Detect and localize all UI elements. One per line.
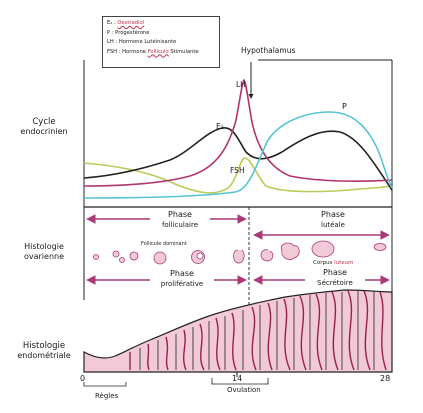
corpus-luteum xyxy=(311,240,335,258)
legend-lh: LH : Hormone Lutéinisante xyxy=(107,38,215,48)
legend-fsh-red: Folliculo xyxy=(147,48,169,55)
e2-curve-label: E₂ xyxy=(216,122,224,131)
fsh-curve xyxy=(83,157,393,194)
legend-e2-name: Oestradiol xyxy=(117,20,145,26)
e2-curve xyxy=(83,127,393,191)
lh-curve-label: LH xyxy=(236,80,246,89)
row-label-ovary-line1: Histologie xyxy=(24,242,64,251)
hypothalamus-label: Hypothalamus xyxy=(241,46,296,55)
row-label-cycle-line2: endocrinien xyxy=(20,127,68,136)
ovulation-label: Ovulation xyxy=(227,386,261,394)
legend-e2-key: E₂ : xyxy=(107,20,116,26)
phase-luteal-line2: lutéale xyxy=(321,221,345,229)
secondary-follicle xyxy=(129,251,139,261)
follicle-sequence xyxy=(93,240,387,265)
phase-secretory-line2: Sécrétoire xyxy=(317,279,353,287)
legend-fsh-key: FSH : Hormone xyxy=(107,48,146,55)
lh-curve xyxy=(83,78,393,187)
tick-14-label: 14 xyxy=(232,374,243,383)
legend-fsh: FSH : Hormone Folliculo Stimulante xyxy=(107,48,215,58)
fsh-curve-label: FSH xyxy=(230,166,245,175)
phase-proliferative-label: Phase proliférative xyxy=(150,269,214,289)
endometrium-section xyxy=(83,289,393,373)
ruptured-follicle xyxy=(260,249,274,262)
endometrial-glands-secondary xyxy=(139,291,375,370)
legend-lh-key: LH : Hormone xyxy=(107,39,143,45)
legend-p: P : Progestérone xyxy=(107,29,150,36)
phase-secretory-line1: Phase xyxy=(323,268,347,277)
dominant-follicle xyxy=(153,251,167,265)
primordial-follicle xyxy=(93,254,99,260)
primary-follicle xyxy=(112,250,120,258)
luteum-label: luteum xyxy=(334,260,354,266)
legend-e2: E₂ : Oestradiol xyxy=(107,19,215,29)
row-label-endometrium: Histologie endométriale xyxy=(12,341,76,361)
p-curve xyxy=(83,111,393,199)
forming-corpus-luteum xyxy=(280,242,300,260)
row-label-endometrium-line1: Histologie xyxy=(22,341,66,351)
endometrial-glands xyxy=(129,290,387,371)
row-label-endometrium-line2: endométriale xyxy=(17,351,71,360)
phase-follicular-label: Phase folliculaire xyxy=(150,210,210,230)
row-label-ovary: Histologie ovarienne xyxy=(14,242,74,262)
regressing-corpus-luteum xyxy=(373,243,387,251)
phase-luteal-line1: Phase xyxy=(321,210,345,219)
ovulation-bracket xyxy=(211,378,269,385)
row-label-ovary-line2: ovarienne xyxy=(23,252,65,261)
phase-luteal-label: Phase lutéale xyxy=(305,210,361,230)
legend-fsh-rest: Stimulante xyxy=(170,48,199,55)
ovulating-follicle xyxy=(233,249,245,264)
phase-proliferative-line2: proliférative xyxy=(160,280,204,288)
corpus-label: Corpus xyxy=(313,260,333,266)
row-label-cycle-line1: Cycle xyxy=(32,117,56,127)
p-curve-label: P xyxy=(342,102,347,111)
phase-secretory-label: Phase Sécrétoire xyxy=(305,268,365,288)
phase-follicular-line1: Phase xyxy=(168,210,192,219)
tick-28-label: 28 xyxy=(380,374,391,383)
phase-proliferative-line1: Phase xyxy=(170,269,194,278)
regles-label: Règles xyxy=(95,392,119,400)
endometrium-tissue xyxy=(83,289,393,373)
primary-follicle xyxy=(119,257,125,263)
row-label-cycle: Cycle endocrinien xyxy=(14,117,74,137)
legend-lh-rest: Lutéinisante xyxy=(144,39,177,45)
corpus-luteum-label: Corpus luteum xyxy=(313,260,353,266)
regles-bracket xyxy=(83,382,127,387)
dominant-follicle-label: Follicule dominant xyxy=(141,241,187,247)
antral-follicle-cavity xyxy=(196,252,204,260)
legend-box: E₂ : Oestradiol P : Progestérone LH : Ho… xyxy=(102,16,220,68)
tick-0-label: 0 xyxy=(80,374,86,383)
phase-follicular-line2: folliculaire xyxy=(161,221,199,229)
